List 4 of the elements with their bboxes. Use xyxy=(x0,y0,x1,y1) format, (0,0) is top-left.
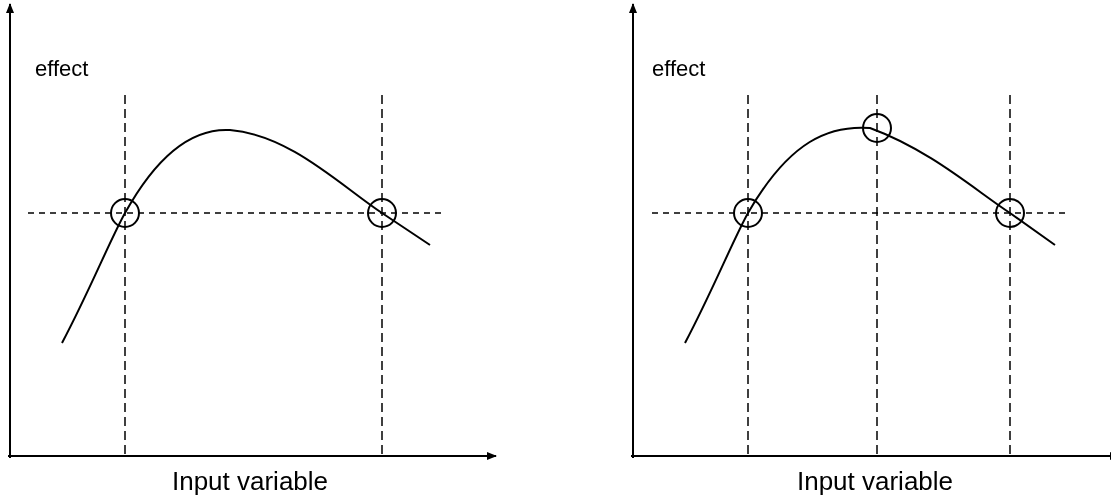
axis-label: effect xyxy=(35,56,89,82)
axis-label: Input variable xyxy=(171,466,329,497)
axis-label: Input variable xyxy=(796,466,954,497)
axis-label: effect xyxy=(652,56,706,82)
